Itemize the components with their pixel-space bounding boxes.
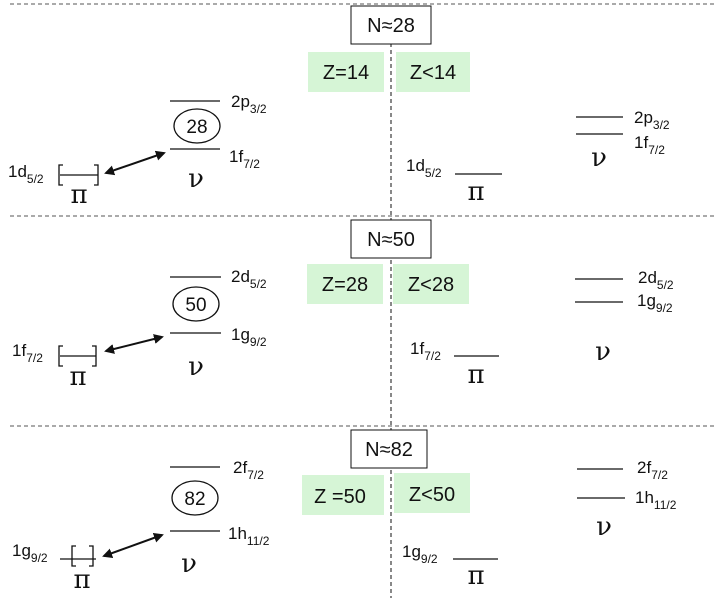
z-equal-box — [307, 264, 383, 304]
nu-right-upper-label: 2p3/2 — [634, 108, 670, 132]
interaction-arrow — [102, 533, 164, 558]
interaction-arrow — [104, 334, 164, 354]
section-n82: N≈82 Z =50 Z<50 82 2f7/2 1h11/2 ν 1g9/2 … — [12, 429, 677, 595]
pi-symbol-right: π — [467, 177, 484, 207]
z-equal-label: Z=28 — [322, 274, 368, 296]
pi-bracket-right — [94, 164, 99, 186]
shell-label: N≈28 — [367, 15, 415, 37]
shell-label-box — [350, 219, 432, 259]
pi-bracket-left — [58, 345, 63, 367]
nu-symbol-right: ν — [591, 143, 607, 173]
nu-right-lower-label: 1g9/2 — [637, 291, 673, 315]
nu-symbol: ν — [188, 164, 204, 194]
shell-label: N≈50 — [367, 229, 415, 251]
pi-left-label: 1d5/2 — [8, 162, 44, 186]
pi-symbol-right: π — [467, 360, 484, 390]
pi-right-label: 1g9/2 — [402, 542, 438, 566]
pi-left-label: 1g9/2 — [12, 541, 48, 565]
magic-number-ellipse — [173, 108, 221, 144]
pi-left-label: 1f7/2 — [12, 341, 43, 365]
pi-symbol: π — [69, 362, 86, 392]
nu-symbol-right: ν — [595, 337, 611, 367]
nu-lower-label: 1h11/2 — [228, 524, 270, 548]
nu-right-upper-label: 2f7/2 — [637, 458, 668, 482]
pi-right-label: 1f7/2 — [410, 339, 441, 363]
nu-upper-label: 2f7/2 — [233, 458, 264, 482]
z-less-label: Z<28 — [408, 274, 454, 296]
nu-upper-label: 2p3/2 — [231, 92, 267, 116]
magic-number: 82 — [184, 489, 205, 510]
nu-lower-label: 1f7/2 — [229, 147, 260, 171]
nu-symbol: ν — [188, 352, 204, 382]
shell-label-box — [350, 5, 432, 45]
pi-symbol: π — [70, 180, 87, 210]
section-n28: N≈28 Z=14 Z<14 28 2p3/2 1f7/2 ν 1d5/2 π … — [8, 5, 670, 210]
nu-right-lower-label: 1f7/2 — [634, 133, 665, 157]
pi-bracket-right — [89, 545, 94, 567]
z-equal-box — [308, 52, 384, 92]
z-less-box — [393, 264, 469, 304]
z-less-label: Z<14 — [410, 62, 456, 84]
z-equal-label: Z =50 — [314, 486, 366, 508]
pi-bracket-left — [71, 545, 76, 567]
magic-number: 28 — [186, 117, 207, 138]
shell-label: N≈82 — [365, 439, 413, 461]
magic-number-ellipse — [171, 480, 219, 516]
nu-right-lower-label: 1h11/2 — [635, 488, 677, 512]
pi-symbol-right: π — [467, 561, 484, 591]
section-n50: N≈50 Z=28 Z<28 50 2d5/2 1g9/2 ν 1f7/2 π … — [12, 219, 674, 392]
nu-upper-label: 2d5/2 — [231, 267, 267, 291]
z-equal-box — [302, 475, 384, 515]
interaction-arrow — [104, 150, 166, 176]
pi-bracket-left — [58, 164, 63, 186]
pi-symbol: π — [73, 565, 90, 595]
nu-right-upper-label: 2d5/2 — [638, 268, 674, 292]
pi-right-label: 1d5/2 — [406, 156, 442, 180]
z-less-box — [396, 52, 470, 92]
nu-symbol: ν — [181, 549, 197, 579]
shell-label-box — [350, 429, 428, 469]
nu-symbol-right: ν — [596, 512, 612, 542]
nu-lower-label: 1g9/2 — [231, 325, 267, 349]
magic-number-ellipse — [172, 286, 220, 322]
magic-number: 50 — [185, 295, 206, 316]
pi-bracket-right — [92, 345, 97, 367]
z-less-box — [394, 473, 470, 513]
z-equal-label: Z=14 — [323, 62, 369, 84]
z-less-label: Z<50 — [409, 484, 455, 506]
